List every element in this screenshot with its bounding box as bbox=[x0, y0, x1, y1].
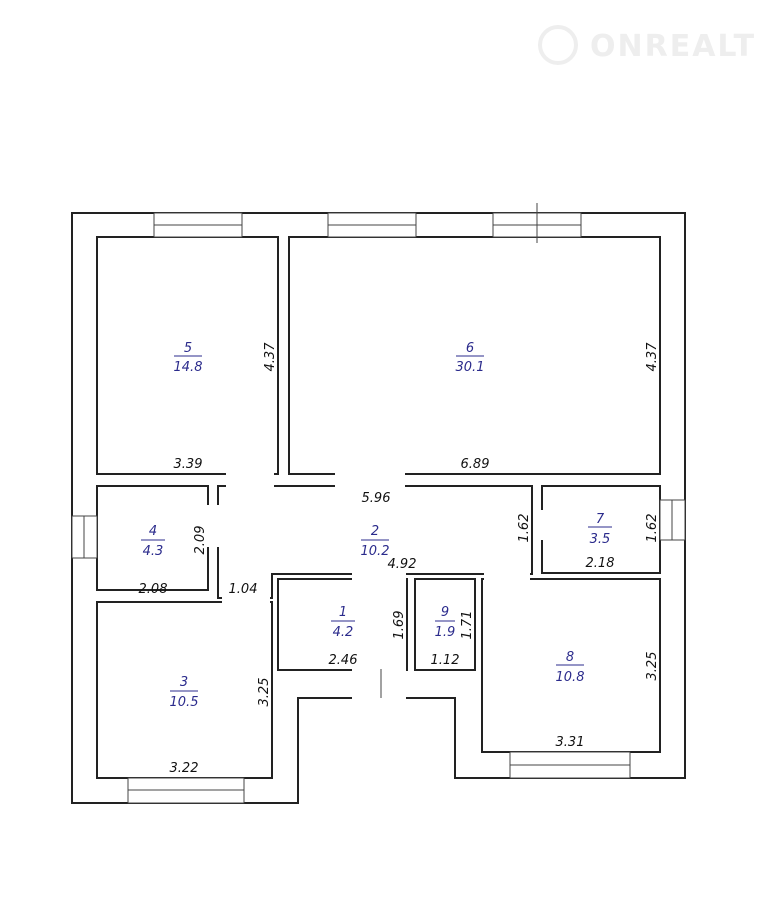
svg-text:4.3: 4.3 bbox=[143, 544, 164, 559]
room-1 bbox=[277, 578, 408, 671]
svg-text:10.5: 10.5 bbox=[170, 695, 199, 710]
svg-text:3: 3 bbox=[180, 675, 188, 690]
svg-text:10.8: 10.8 bbox=[556, 670, 585, 685]
dim-r2-passage: 1.04 bbox=[229, 582, 258, 597]
dim-r2-width: 5.96 bbox=[362, 491, 391, 506]
room-label-6: 630.1 bbox=[456, 341, 485, 375]
room-label-4: 44.3 bbox=[141, 524, 165, 559]
svg-text:14.8: 14.8 bbox=[174, 360, 203, 375]
dim-r4-height: 2.09 bbox=[193, 526, 208, 555]
door-4 bbox=[207, 505, 219, 547]
svg-text:6: 6 bbox=[466, 341, 474, 356]
dim-r5-width: 3.39 bbox=[174, 457, 203, 472]
svg-text:8: 8 bbox=[566, 650, 574, 665]
dim-r3-height: 3.25 bbox=[257, 678, 272, 707]
door-5 bbox=[226, 473, 274, 487]
door-6 bbox=[335, 473, 405, 487]
dim-r6-height: 4.37 bbox=[645, 342, 660, 372]
dim-r7-height: 1.62 bbox=[645, 514, 660, 543]
watermark-logo: ONREALT bbox=[538, 25, 756, 65]
dim-r9-width: 1.12 bbox=[431, 653, 460, 668]
room-9 bbox=[414, 578, 476, 671]
dim-r6-width: 6.89 bbox=[461, 457, 490, 472]
room-label-7: 73.5 bbox=[588, 512, 612, 547]
dim-r8-height: 3.25 bbox=[645, 652, 660, 681]
svg-text:4.2: 4.2 bbox=[333, 625, 354, 640]
windows bbox=[71, 203, 686, 804]
room-label-9: 91.9 bbox=[435, 605, 456, 640]
room-label-3: 310.5 bbox=[170, 675, 199, 710]
dim-r1-width: 2.46 bbox=[329, 653, 358, 668]
dim-r2-lower: 4.92 bbox=[388, 557, 417, 572]
dim-r2-height: 1.62 bbox=[517, 514, 532, 543]
room-4 bbox=[96, 485, 209, 591]
svg-text:3.5: 3.5 bbox=[590, 532, 611, 547]
svg-text:5: 5 bbox=[184, 341, 192, 356]
door-1 bbox=[352, 573, 406, 580]
svg-text:7: 7 bbox=[596, 512, 605, 527]
room-2 bbox=[217, 485, 533, 599]
room-label-1: 14.2 bbox=[331, 605, 355, 640]
svg-text:ONREALT: ONREALT bbox=[590, 29, 756, 64]
door-8 bbox=[484, 573, 530, 580]
svg-text:4: 4 bbox=[149, 524, 157, 539]
door-7 bbox=[541, 510, 543, 540]
dim-r7-width: 2.18 bbox=[586, 556, 615, 571]
dim-r4-width: 2.08 bbox=[139, 582, 168, 597]
dim-r5-height: 4.37 bbox=[263, 342, 278, 372]
dim-r8-width: 3.31 bbox=[556, 735, 585, 750]
room-label-2: 210.2 bbox=[361, 524, 390, 559]
svg-text:1.9: 1.9 bbox=[435, 625, 456, 640]
dim-r9-height: 1.71 bbox=[460, 611, 475, 640]
room-label-5: 514.8 bbox=[174, 341, 203, 375]
door-3 bbox=[222, 597, 270, 603]
svg-text:30.1: 30.1 bbox=[456, 360, 485, 375]
svg-text:9: 9 bbox=[441, 605, 449, 620]
entrance-door bbox=[352, 669, 406, 699]
room-label-8: 810.8 bbox=[556, 650, 585, 685]
dim-r1-height: 1.69 bbox=[392, 611, 407, 640]
room-3 bbox=[96, 601, 273, 779]
svg-text:1: 1 bbox=[339, 605, 347, 620]
svg-text:2: 2 bbox=[371, 524, 379, 539]
dim-r3-width: 3.22 bbox=[170, 761, 199, 776]
svg-text:10.2: 10.2 bbox=[361, 544, 390, 559]
